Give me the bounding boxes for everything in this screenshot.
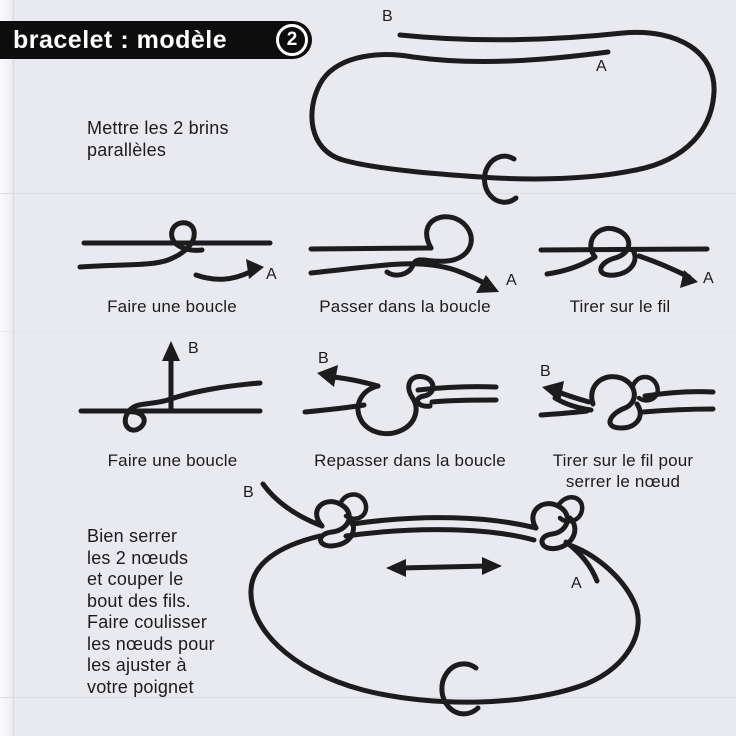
title-banner: bracelet : modèle 2 <box>0 21 312 59</box>
step5-caption: Repasser dans la boucle <box>314 451 506 470</box>
final-instructions-line-6: les nœuds pour <box>87 633 215 654</box>
final-instructions-line-2: les 2 nœuds <box>87 547 189 568</box>
paper-crease-line-middle <box>0 331 736 332</box>
step6-strand-b-label: B <box>540 363 551 380</box>
paper-fold-line <box>13 0 14 736</box>
step1-strand-a-label: A <box>266 266 277 283</box>
final-strand-a-label: A <box>571 575 582 592</box>
final-instructions-line-5: Faire coulisser <box>87 612 208 632</box>
final-instructions-line-4: bout des fils. <box>87 590 191 611</box>
step4-caption: Faire une boucle <box>107 451 238 470</box>
step2-strand-a-label: A <box>506 272 517 289</box>
paper-crease-line-top <box>0 193 736 194</box>
final-instructions-line-7: les ajuster à <box>87 655 187 675</box>
final-strand-b-label: B <box>243 484 254 501</box>
page-title: bracelet : modèle <box>13 25 228 54</box>
final-instructions-line-3: et couper le <box>87 569 184 589</box>
intro-bracelet-loop-illustration <box>309 29 717 205</box>
step3-caption: Tirer sur le fil <box>569 297 671 316</box>
intro-strand-b-label: B <box>382 8 393 25</box>
paper-crease-line-bottom <box>0 697 736 698</box>
step6-caption: Tirer sur le fil pour serrer le nœud <box>552 451 694 491</box>
intro-caption-line-1: Mettre les 2 brins <box>87 118 229 138</box>
step2-pass-through-loop-illustration <box>308 214 499 293</box>
step2-caption: Passer dans la boucle <box>319 297 491 316</box>
final-bracelet-illustration <box>248 481 641 717</box>
final-instructions-line-8: votre poignet <box>87 676 194 697</box>
step4-make-loop-illustration <box>78 341 263 433</box>
intro-caption: Mettre les 2 brins parallèles <box>87 118 229 161</box>
step6-tighten-knot-illustration <box>538 374 716 431</box>
final-instructions: Bien serrer les 2 nœuds et couper le bou… <box>87 526 215 698</box>
intro-strand-a-label: A <box>596 58 607 75</box>
step1-caption: Faire une boucle <box>107 297 237 316</box>
paper-fold-edge <box>0 0 13 736</box>
step4-strand-b-label: B <box>188 340 199 357</box>
intro-caption-line-2: parallèles <box>87 139 167 160</box>
step3-strand-a-label: A <box>703 270 714 287</box>
step1-make-loop-illustration <box>77 220 273 282</box>
final-instructions-line-1: Bien serrer <box>87 526 178 546</box>
model-number-badge: 2 <box>276 24 308 56</box>
step5-repass-loop-illustration <box>302 365 499 436</box>
step5-strand-b-label: B <box>318 350 329 367</box>
step3-pull-thread-illustration <box>538 226 710 288</box>
